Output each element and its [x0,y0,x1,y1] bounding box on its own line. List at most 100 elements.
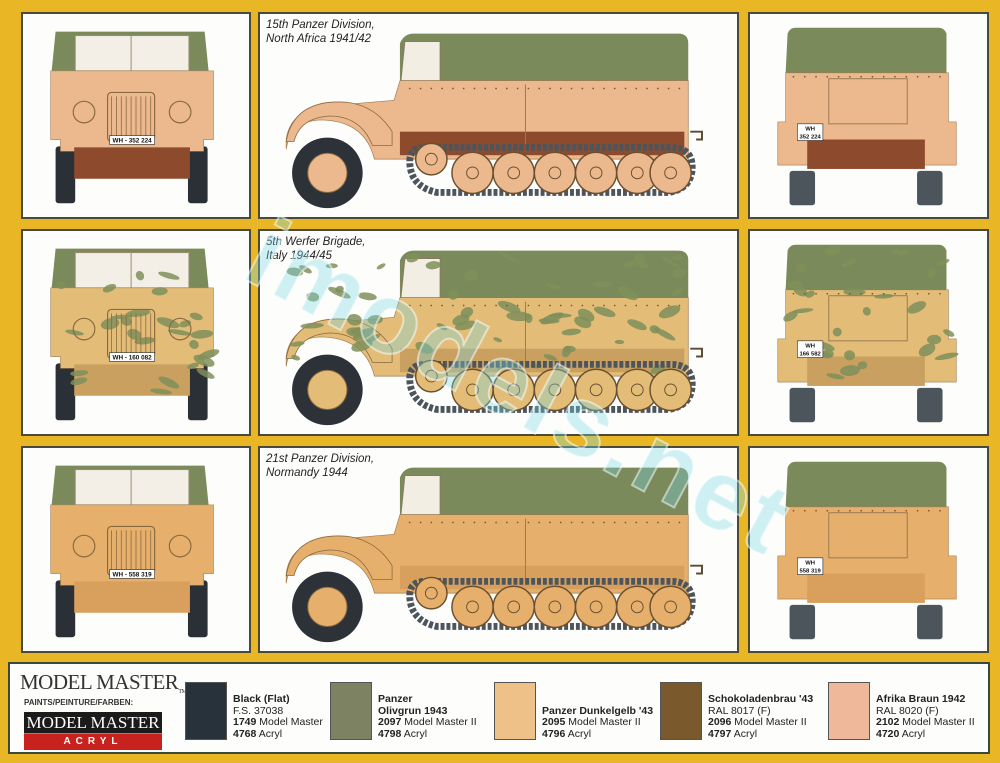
road-wheel [414,576,448,610]
windshield [74,469,190,506]
road-wheel-hub [548,166,562,180]
license-plate [109,569,155,579]
camo-blotch [927,267,936,278]
rivet [603,304,605,307]
camo-blotch [574,316,592,329]
paint-name: Black (Flat) [233,693,290,705]
right-wheel [187,363,208,421]
right-headlight [168,317,192,341]
camo-blotch [890,248,899,255]
camo-blotch [498,251,521,264]
rivet [656,304,659,307]
rivet [516,521,519,524]
license-plate [797,557,824,575]
camo-blotch [622,259,645,268]
rivet [939,509,941,512]
license-plate-number: WH - 160 082 [112,354,152,361]
camo-blotch [561,328,582,336]
lower-hull [399,348,685,373]
rivet [837,75,840,78]
camo-blotch [367,315,383,325]
rivet [408,304,411,307]
camo-blotch [627,319,647,331]
track [406,577,696,630]
paint-name-line2: Olivgrun 1943 [378,704,448,717]
model-master-code: 2095 [542,716,566,728]
camo-blotch [832,327,842,337]
left-track [789,604,816,640]
paint-name: Panzer Dunkelgelb '43 [542,704,654,717]
rivet [646,87,648,90]
left-track [789,387,816,423]
front-fender [285,101,393,146]
road-wheel-hub [507,383,521,397]
rivet [815,292,817,295]
canvas-top [399,467,689,517]
rivet [408,521,411,524]
rivet [603,87,605,90]
rear-bumper [807,139,925,169]
road-wheel-hub [630,166,644,180]
rivet [592,304,595,307]
rivet [538,87,541,90]
camo-blotch [614,339,625,345]
road-wheel-hub [466,600,479,614]
camo-blotch [874,293,894,299]
windshield [74,252,190,289]
front-view-panel-2: WH - 160 082 [21,229,251,436]
rivet [916,509,919,512]
camo-blotch [286,267,304,277]
rivet [452,521,454,524]
rivet [927,292,930,295]
camo-blotch [346,327,365,338]
rivet [559,87,562,90]
camo-blotch [189,340,199,349]
road-wheel [574,368,618,412]
rivet [430,304,433,307]
rivet [667,87,670,90]
rivet [848,509,851,512]
lower-chassis [74,581,190,613]
camo-blotch [918,343,936,357]
license-plate [109,352,155,362]
rivet [792,292,795,295]
camo-blotch [197,349,220,360]
rivet [871,292,874,295]
side-view-panel-2: 5th Werfer Brigade,Italy 1944/45 [258,229,739,436]
camo-blotch [783,311,798,322]
camo-blotch [658,305,681,319]
rivet [613,521,616,524]
road-wheel [451,368,494,412]
acryl-code: 4720 [876,727,900,740]
rivet [939,75,941,78]
rivet [538,521,541,524]
rivet [678,87,681,90]
license-plate [797,123,824,141]
model-master-code: 2097 [378,716,402,728]
rivet [505,304,508,307]
tow-hook [690,130,703,141]
rivet [603,521,605,524]
rivet [894,292,896,295]
rivet [678,521,681,524]
front-fender [285,535,393,580]
rear-door [828,512,908,559]
caption-line: 15th Panzer Division, [266,19,375,31]
road-wheel [574,151,618,195]
rivet [916,75,919,78]
rivet [613,87,616,90]
cab-window [400,474,441,516]
camo-blotch [936,259,950,266]
brand-text: MODEL MASTER [20,670,179,694]
rivet [570,521,573,524]
rivet [635,304,638,307]
road-wheel-hub [589,166,603,180]
caption-line: Normandy 1944 [266,467,348,479]
rivet [905,75,908,78]
color-chip [494,682,536,740]
model-master-label: Model Master [259,716,323,728]
camo-blotch [300,322,324,329]
